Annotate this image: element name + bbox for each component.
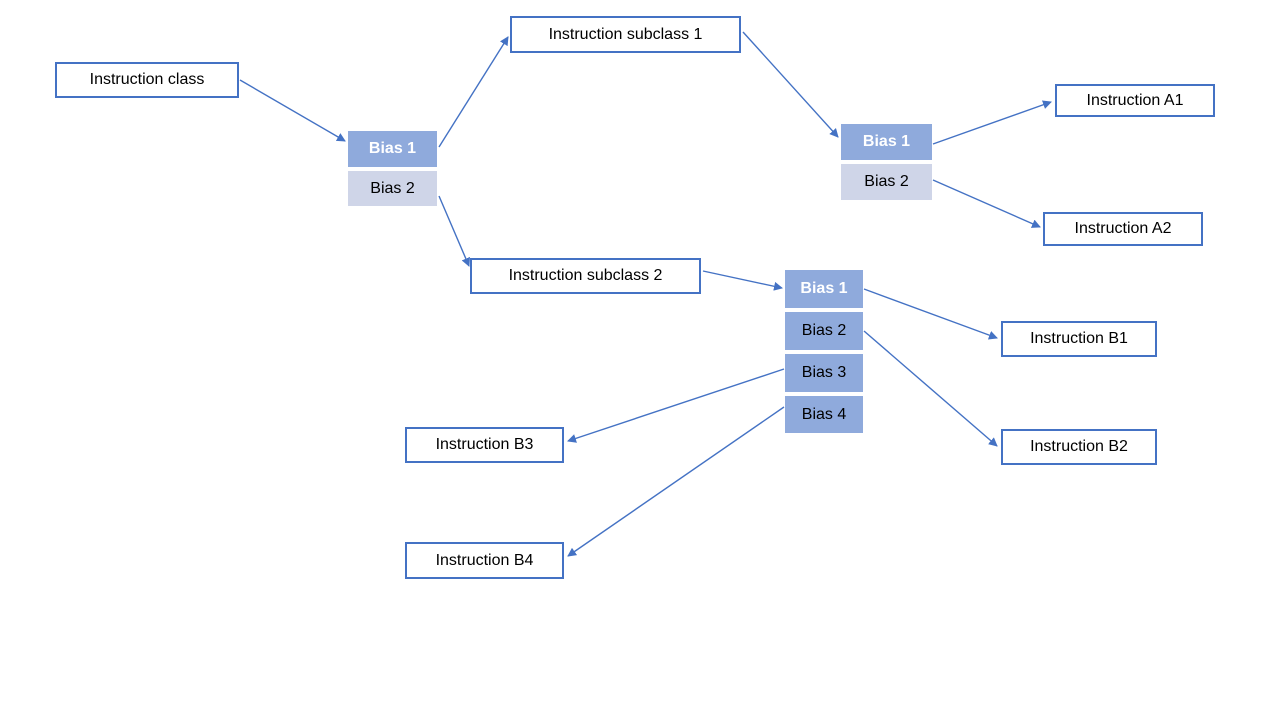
node-b-bias-1: Bias 1	[785, 270, 863, 308]
node-a-bias-1: Bias 1	[841, 124, 932, 160]
arrow-a-bias1-to-instruction-a1	[932, 100, 1052, 145]
node-instruction-subclass-2: Instruction subclass 2	[470, 258, 701, 294]
arrow-root-bias2-to-subclass2	[438, 195, 470, 267]
arrow-class-to-root-bias1	[239, 79, 346, 142]
arrow-b-bias3-to-instruction-b3	[567, 368, 785, 443]
node-b-bias-2: Bias 2	[785, 312, 863, 350]
node-root-bias-2: Bias 2	[348, 171, 437, 206]
node-b-bias-3: Bias 3	[785, 354, 863, 392]
node-instruction-b1: Instruction B1	[1001, 321, 1157, 357]
arrow-root-bias1-to-subclass1	[438, 36, 509, 148]
node-instruction-a2: Instruction A2	[1043, 212, 1203, 246]
node-instruction-a1: Instruction A1	[1055, 84, 1215, 117]
node-instruction-class: Instruction class	[55, 62, 239, 98]
node-instruction-subclass-1: Instruction subclass 1	[510, 16, 741, 53]
node-instruction-b2: Instruction B2	[1001, 429, 1157, 465]
arrow-b-bias1-to-instruction-b1	[863, 288, 998, 340]
arrow-subclass2-to-b-bias1	[702, 270, 783, 291]
arrow-b-bias4-to-instruction-b4	[567, 406, 785, 557]
node-b-bias-4: Bias 4	[785, 396, 863, 433]
arrow-subclass1-to-a-bias1	[742, 31, 839, 138]
arrow-b-bias2-to-instruction-b2	[863, 330, 998, 447]
node-a-bias-2: Bias 2	[841, 164, 932, 200]
arrow-a-bias2-to-instruction-a2	[932, 179, 1041, 228]
node-instruction-b4: Instruction B4	[405, 542, 564, 579]
node-root-bias-1: Bias 1	[348, 131, 437, 167]
node-instruction-b3: Instruction B3	[405, 427, 564, 463]
